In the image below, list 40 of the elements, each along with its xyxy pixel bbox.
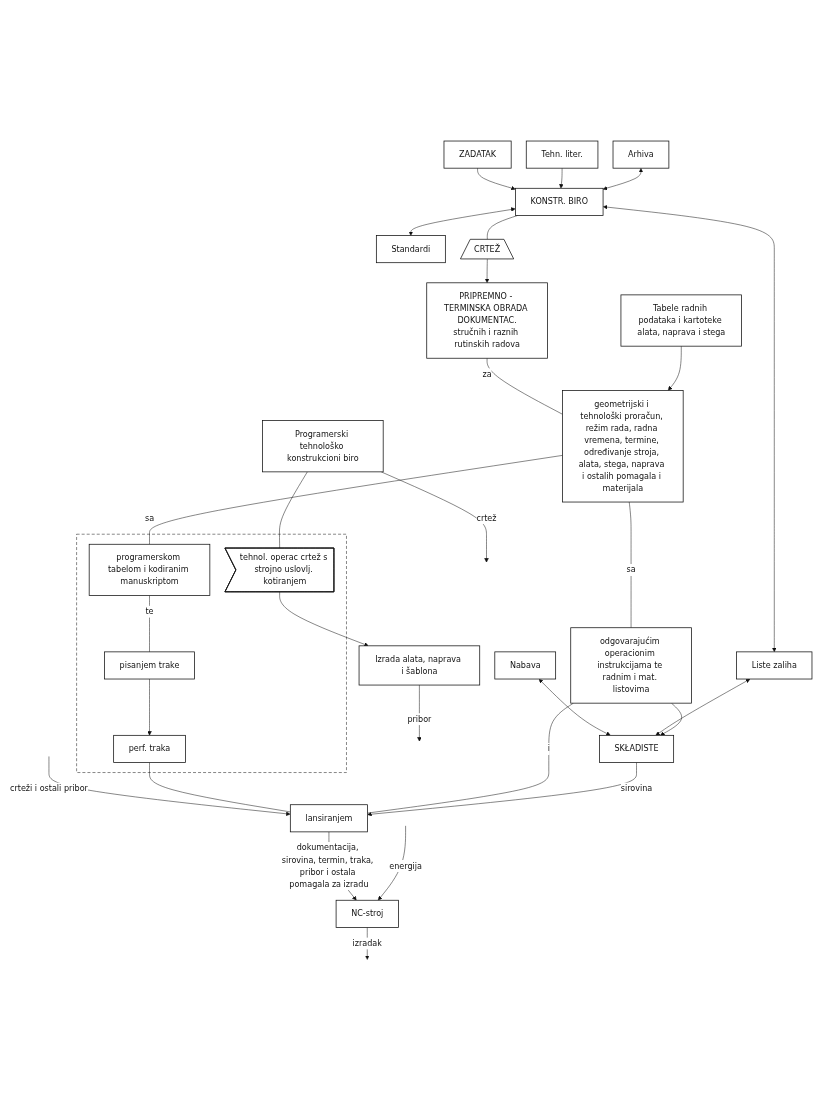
edge-label: sa: [144, 512, 155, 523]
node-box: ZADATAK: [443, 140, 512, 169]
node-box: NC-stroj: [335, 899, 399, 928]
node-box: Tehn. liter.: [525, 140, 599, 169]
edge-label: za: [482, 368, 492, 379]
node-box: odgovarajućim operacionim instrukcijama te radnim i mat. listovima: [570, 627, 692, 704]
node-box: PRIPREMNO - TERMINSKA OBRADA DOKUMENTAC. stručnih i raznih rutinskih radova: [426, 282, 548, 359]
edge-label: pribor: [407, 713, 432, 724]
edge-label: te: [145, 606, 154, 616]
node-box: Nabava: [494, 651, 557, 680]
connector: [149, 454, 563, 545]
edge-label: dokumentacija, sirovina, termin, traka, pribor i ostala pomagala za izradu: [281, 842, 374, 889]
node-box: Programerski tehnološko konstrukcioni biro: [262, 419, 384, 472]
connector: [279, 471, 308, 549]
node-box: geometrijski i tehnološki proračun, režim rada, radna vremena, termine, određivanje stroja, alata, stega, naprava i ostalih pomagala i materijala: [562, 389, 684, 503]
edge-label: izradak: [352, 938, 382, 948]
edge-label: energija: [389, 860, 422, 871]
connector: [487, 214, 519, 240]
connector: [149, 761, 291, 812]
connector: [629, 501, 632, 628]
node-box: lansiranjem: [289, 804, 368, 832]
node-box: Arhiva: [612, 140, 670, 169]
node-box: Izrada alata, naprava i šablona: [358, 645, 481, 686]
edge-label: i: [547, 743, 550, 754]
node-box: pisanjem trake: [104, 651, 195, 680]
cluster: [76, 533, 347, 773]
node-box: programerskom tabelom i kodiranim manuskriptom: [88, 543, 211, 596]
edge-label: crteži i ostali pribor: [10, 783, 88, 793]
edge-label: sa: [626, 564, 636, 575]
connector: [149, 594, 150, 652]
node-box: perf. traka: [113, 734, 186, 763]
edge-label: crtež: [476, 512, 497, 523]
connector: [486, 357, 563, 415]
node-box: SKŁADISTE: [599, 734, 675, 763]
node-box: KONSTR. BIRO: [515, 187, 604, 216]
node-box: Tabele radnih podataka i kartoteke alata, naprava i stega: [620, 294, 742, 347]
node-box: Liste zaliha: [736, 651, 813, 680]
node-box: Standardi: [375, 234, 446, 263]
connector: [367, 702, 574, 813]
edge-label: sirovina: [620, 783, 653, 793]
